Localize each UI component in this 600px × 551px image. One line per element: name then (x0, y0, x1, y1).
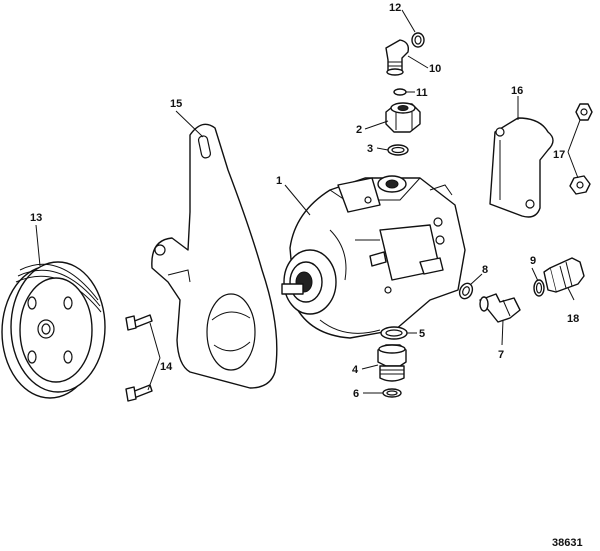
callout-18: 18 (567, 313, 579, 325)
nuts-17 (569, 103, 593, 195)
pulley-13 (1, 261, 106, 399)
o-ring-6 (382, 388, 402, 398)
o-ring-9 (533, 279, 545, 297)
callout-16: 16 (511, 85, 523, 97)
figure-number: 38631 (552, 537, 583, 549)
o-ring-8 (458, 282, 474, 300)
callout-2: 2 (356, 124, 362, 136)
callout-3: 3 (367, 143, 373, 155)
callout-4: 4 (352, 364, 359, 376)
bolts-14 (125, 314, 153, 402)
straight-fitting-4 (377, 344, 407, 382)
o-ring-3 (387, 144, 409, 156)
leader-lines (35, 9, 581, 394)
callout-8: 8 (482, 264, 488, 276)
callout-9: 9 (530, 255, 536, 267)
pump-body-1 (281, 175, 466, 339)
callout-13: 13 (30, 212, 42, 224)
support-bracket-16 (489, 117, 554, 218)
callout-labels: 12 10 11 2 3 1 15 16 17 13 14 8 9 18 7 5… (30, 2, 579, 400)
callout-14: 14 (160, 361, 173, 373)
callout-10: 10 (429, 63, 441, 75)
elbow-fitting-7 (479, 293, 521, 323)
callout-7: 7 (498, 349, 504, 361)
o-ring-12 (411, 32, 425, 48)
o-ring-11 (393, 88, 407, 96)
callout-5: 5 (419, 328, 425, 340)
callout-17: 17 (553, 149, 565, 161)
callout-6: 6 (353, 388, 359, 400)
callout-12: 12 (389, 2, 401, 14)
bracket-15 (151, 123, 278, 389)
callout-11: 11 (416, 87, 428, 99)
hex-fitting-2 (385, 102, 421, 133)
elbow-fitting-10 (385, 39, 410, 76)
callout-15: 15 (170, 98, 182, 110)
callout-1: 1 (276, 175, 282, 187)
straight-fitting-18 (543, 257, 585, 293)
o-ring-5 (380, 326, 408, 340)
